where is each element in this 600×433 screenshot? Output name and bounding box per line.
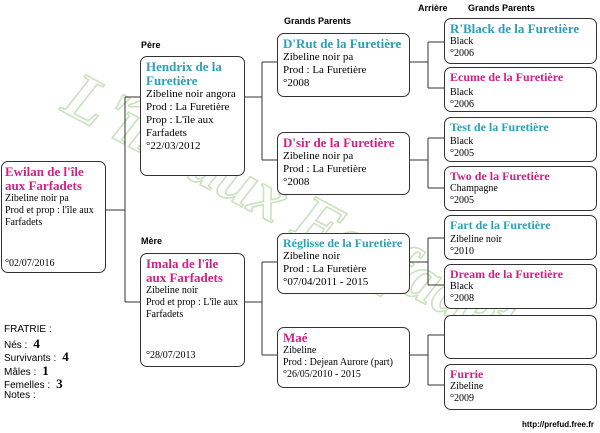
grandparent-line: °2008 bbox=[283, 175, 310, 188]
grandparent-line: Prod : La Furetière bbox=[283, 163, 367, 175]
great-grandparent-line: Zibeline noir bbox=[450, 233, 502, 245]
grandparent-name: Maé bbox=[283, 330, 308, 345]
grandparent-card: D'sir de la Furetière Zibeline noir pa P… bbox=[277, 132, 410, 195]
fratrie-nes: Nés : 4 bbox=[4, 337, 40, 351]
grandparent-line: Zibeline noir pa bbox=[283, 150, 354, 163]
grandparent-line: Prod : La Furetière bbox=[283, 64, 367, 76]
great-grandparent-line: °2005 bbox=[450, 194, 474, 206]
subject-card: Ewilan de l'île aux Farfadets Zibeline n… bbox=[1, 161, 106, 273]
header-pere: Père bbox=[141, 40, 161, 50]
great-grandparent-card: Furrie Zibeline °2009 bbox=[444, 364, 597, 410]
grandparent-name: D'sir de la Furetière bbox=[283, 135, 395, 150]
great-grandparent-line: °2009 bbox=[450, 392, 474, 404]
great-grandparent-name: Dream de la Furetière bbox=[450, 267, 563, 281]
grandparent-line: Prod : La Furetière bbox=[283, 262, 367, 275]
grandparent-line: Prod : Dejean Aurore (part) bbox=[283, 356, 393, 368]
fratrie-survivants: Survivants : 4 bbox=[4, 350, 69, 364]
great-grandparent-line: °2005 bbox=[450, 147, 474, 159]
great-grandparent-line: Champagne bbox=[450, 182, 498, 194]
great-grandparent-name: R'Black de la Furetière bbox=[450, 21, 580, 36]
fratrie-nes-label: Nés : bbox=[4, 340, 28, 351]
great-grandparent-name: Fart de la Furetière bbox=[450, 218, 551, 232]
mother-birthdate: °28/07/2013 bbox=[146, 350, 196, 361]
grandparent-card: Réglisse de la Furetière Zibeline noir P… bbox=[277, 233, 410, 294]
footer-link[interactable]: http://prefud.free.fr bbox=[522, 420, 594, 429]
great-grandparent-card: Two de la Furetière Champagne °2005 bbox=[444, 166, 597, 211]
great-grandparent-name: Furrie bbox=[450, 367, 484, 381]
great-grandparent-name: Two de la Furetière bbox=[450, 169, 550, 183]
fratrie-survivants-value: 4 bbox=[62, 349, 69, 364]
great-grandparent-card: Dream de la Furetière Black °2008 bbox=[444, 264, 597, 309]
great-grandparent-name: Test de la Furetière bbox=[450, 120, 549, 134]
great-grandparent-card: Fart de la Furetière Zibeline noir °2010 bbox=[444, 215, 597, 260]
mother-name: Imala de l'île aux Farfadets bbox=[146, 256, 223, 286]
great-grandparent-line: °2010 bbox=[450, 245, 474, 257]
great-grandparent-line: °2006 bbox=[450, 47, 474, 59]
fratrie-nes-value: 4 bbox=[33, 336, 40, 351]
grandparent-line: °07/04/2011 - 2015 bbox=[283, 275, 369, 288]
great-grandparent-card: Ecume de la Furetière Black °2006 bbox=[444, 67, 597, 112]
mother-card: Imala de l'île aux Farfadets Zibeline no… bbox=[140, 253, 245, 367]
grandparent-line: °2008 bbox=[283, 76, 310, 89]
grandparent-card: D'Rut de la Furetière Zibeline noir pa P… bbox=[277, 33, 410, 97]
great-grandparent-line: Black bbox=[450, 36, 474, 48]
great-grandparent-card: Test de la Furetière Black °2005 bbox=[444, 117, 597, 162]
father-name: Hendrix de la Furetière bbox=[146, 59, 222, 89]
great-grandparent-card-empty bbox=[444, 315, 597, 359]
mother-color: Zibeline noir bbox=[146, 285, 198, 297]
father-breeder: Prod : La Furetière bbox=[146, 101, 230, 114]
grandparent-card: Maé Zibeline Prod : Dejean Aurore (part)… bbox=[277, 327, 410, 388]
header-mere: Mère bbox=[141, 236, 163, 246]
father-color: Zibeline noir angora bbox=[146, 88, 236, 101]
fratrie-title: FRATRIE : bbox=[4, 324, 52, 335]
grandparent-line: Zibeline bbox=[283, 345, 317, 357]
header-arriere: Arrière bbox=[418, 3, 448, 13]
great-grandparent-name: Ecume de la Furetière bbox=[450, 70, 564, 84]
fratrie-males-value: 1 bbox=[42, 363, 49, 378]
fratrie-males-label: Mâles : bbox=[4, 367, 37, 378]
fratrie-notes-label: Notes : bbox=[4, 390, 36, 401]
great-grandparent-card: R'Black de la Furetière Black °2006 bbox=[444, 18, 597, 64]
subject-breeder: Prod et prop : l'île aux Farfadets bbox=[5, 204, 94, 228]
subject-name: Ewilan de l'île aux Farfadets bbox=[5, 164, 84, 194]
grandparent-name: Réglisse de la Furetière bbox=[283, 236, 403, 250]
mother-breeder: Prod et prop : L'île aux Farfadets bbox=[146, 296, 239, 320]
great-grandparent-line: °2006 bbox=[450, 98, 474, 110]
father-card: Hendrix de la Furetière Zibeline noir an… bbox=[140, 56, 245, 176]
fratrie-males: Mâles : 1 bbox=[4, 364, 49, 378]
great-grandparent-line: Zibeline bbox=[450, 380, 484, 392]
fratrie-femelles-value: 3 bbox=[56, 376, 63, 391]
header-grands-parents: Grands Parents bbox=[284, 16, 352, 26]
great-grandparent-line: Black bbox=[450, 86, 474, 98]
great-grandparent-line: Black bbox=[450, 135, 474, 147]
subject-color: Zibeline noir pa bbox=[5, 193, 69, 205]
fratrie-femelles-label: Femelles : bbox=[4, 380, 51, 391]
grandparent-line: Zibeline noir pa bbox=[283, 51, 354, 64]
fratrie-femelles: Femelles : 3 bbox=[4, 377, 63, 391]
grandparent-line: °26/05/2010 - 2015 bbox=[283, 368, 361, 380]
father-owner: Prop : L'île aux Farfadets bbox=[146, 114, 214, 139]
father-birthdate: °22/03/2012 bbox=[146, 139, 201, 152]
fratrie-survivants-label: Survivants : bbox=[4, 353, 57, 364]
great-grandparent-line: °2008 bbox=[450, 292, 474, 304]
header-arriere-grands-parents: Grands Parents bbox=[468, 3, 536, 13]
subject-birthdate: °02/07/2016 bbox=[5, 258, 55, 269]
great-grandparent-line: Black bbox=[450, 280, 474, 292]
grandparent-name: D'Rut de la Furetière bbox=[283, 36, 402, 51]
grandparent-line: Zibeline noir bbox=[283, 249, 341, 262]
